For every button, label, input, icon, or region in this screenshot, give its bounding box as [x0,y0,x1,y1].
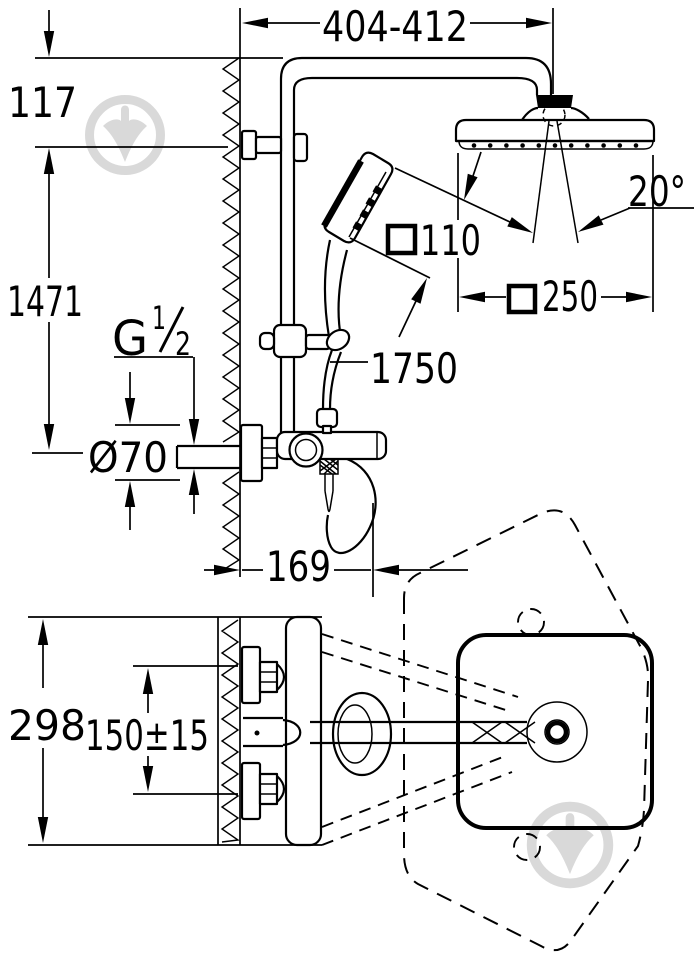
dim-head-shower-size: 250 [542,272,598,321]
temperature-knob [288,432,324,468]
square-symbol-icon [385,223,418,256]
dim-thread-letter: G [112,311,148,367]
dimension-arrowhead [578,215,604,232]
head-shower-mount [521,95,590,127]
supply-pipe-stub [175,444,241,470]
dim-supply-diameter: Ø70 [88,433,168,482]
dim-thread-sup: 1 [152,299,166,337]
dimension-arrowhead [526,17,552,29]
square-symbol-icon [506,283,538,315]
diverter-knob [315,407,339,429]
dimension-arrowhead [142,668,154,694]
dimension-arrowhead [43,31,55,57]
ball-joint-dashed [542,103,566,127]
dimension-labels: 404-412 117 1471 G 1 2 Ø70 1750 110 250 … [7,2,686,760]
watermark-logo-icon [85,95,165,175]
dimension-lines [32,8,694,843]
spray-angle-lines [532,120,579,244]
head-shower-swivel-dashed [321,509,650,952]
thermostat-valve [239,407,388,513]
wall-bracket [240,129,309,163]
dim-hose-length: 1750 [370,344,458,393]
dimension-arrowhead [124,481,136,507]
dimension-arrowhead [411,278,427,304]
dimension-arrowhead [188,419,200,445]
hand-shower-nozzles [352,185,383,231]
wall-hatching-top-view [217,617,241,845]
dim-total-height: 1471 [7,277,83,326]
dimension-arrowhead [37,619,49,645]
dim-wall-offset: 117 [8,78,77,127]
thermostat-top-view [240,615,323,847]
dimension-arrowhead [373,564,399,576]
nozzle-dots [471,143,639,148]
dimension-arrowhead [459,291,485,303]
dimension-arrowhead [43,424,55,450]
shower-arm-top-view [243,716,536,748]
dimension-arrowhead [242,17,268,29]
dimension-arrowhead [124,398,136,424]
dimension-arrowhead [142,766,154,792]
dimension-arrowhead [626,291,652,303]
dimension-arrowhead [188,469,200,495]
shower-riser-pipe [279,56,553,433]
dimension-arrowhead [507,217,533,233]
dim-top-width: 404-412 [322,2,468,51]
dimension-arrowhead [43,148,55,174]
wall-hatching [221,8,241,577]
hand-shower-holder [258,323,351,359]
dim-wall-clearance: 169 [266,542,331,591]
shower-hose [321,349,377,555]
dim-hand-shower-size: 110 [420,216,481,265]
dimension-arrowhead [464,173,478,200]
watermark-logo-icon [526,801,614,889]
side-view [175,8,656,577]
dim-body-height: 298 [8,701,86,750]
dim-inlet-spacing: 150±15 [85,711,209,760]
dimension-arrowhead [214,564,240,576]
hose-outlet [319,458,339,513]
head-shower-side [454,118,656,150]
ball-joint-top-view [526,701,588,763]
hand-shower [321,151,394,339]
dimension-arrowhead [37,817,49,843]
head-shower-square [456,633,654,830]
dim-spray-angle: 20° [628,167,686,216]
dim-thread-sub: 2 [175,325,191,363]
hand-shower-top-view [331,691,393,777]
top-view [28,509,654,952]
